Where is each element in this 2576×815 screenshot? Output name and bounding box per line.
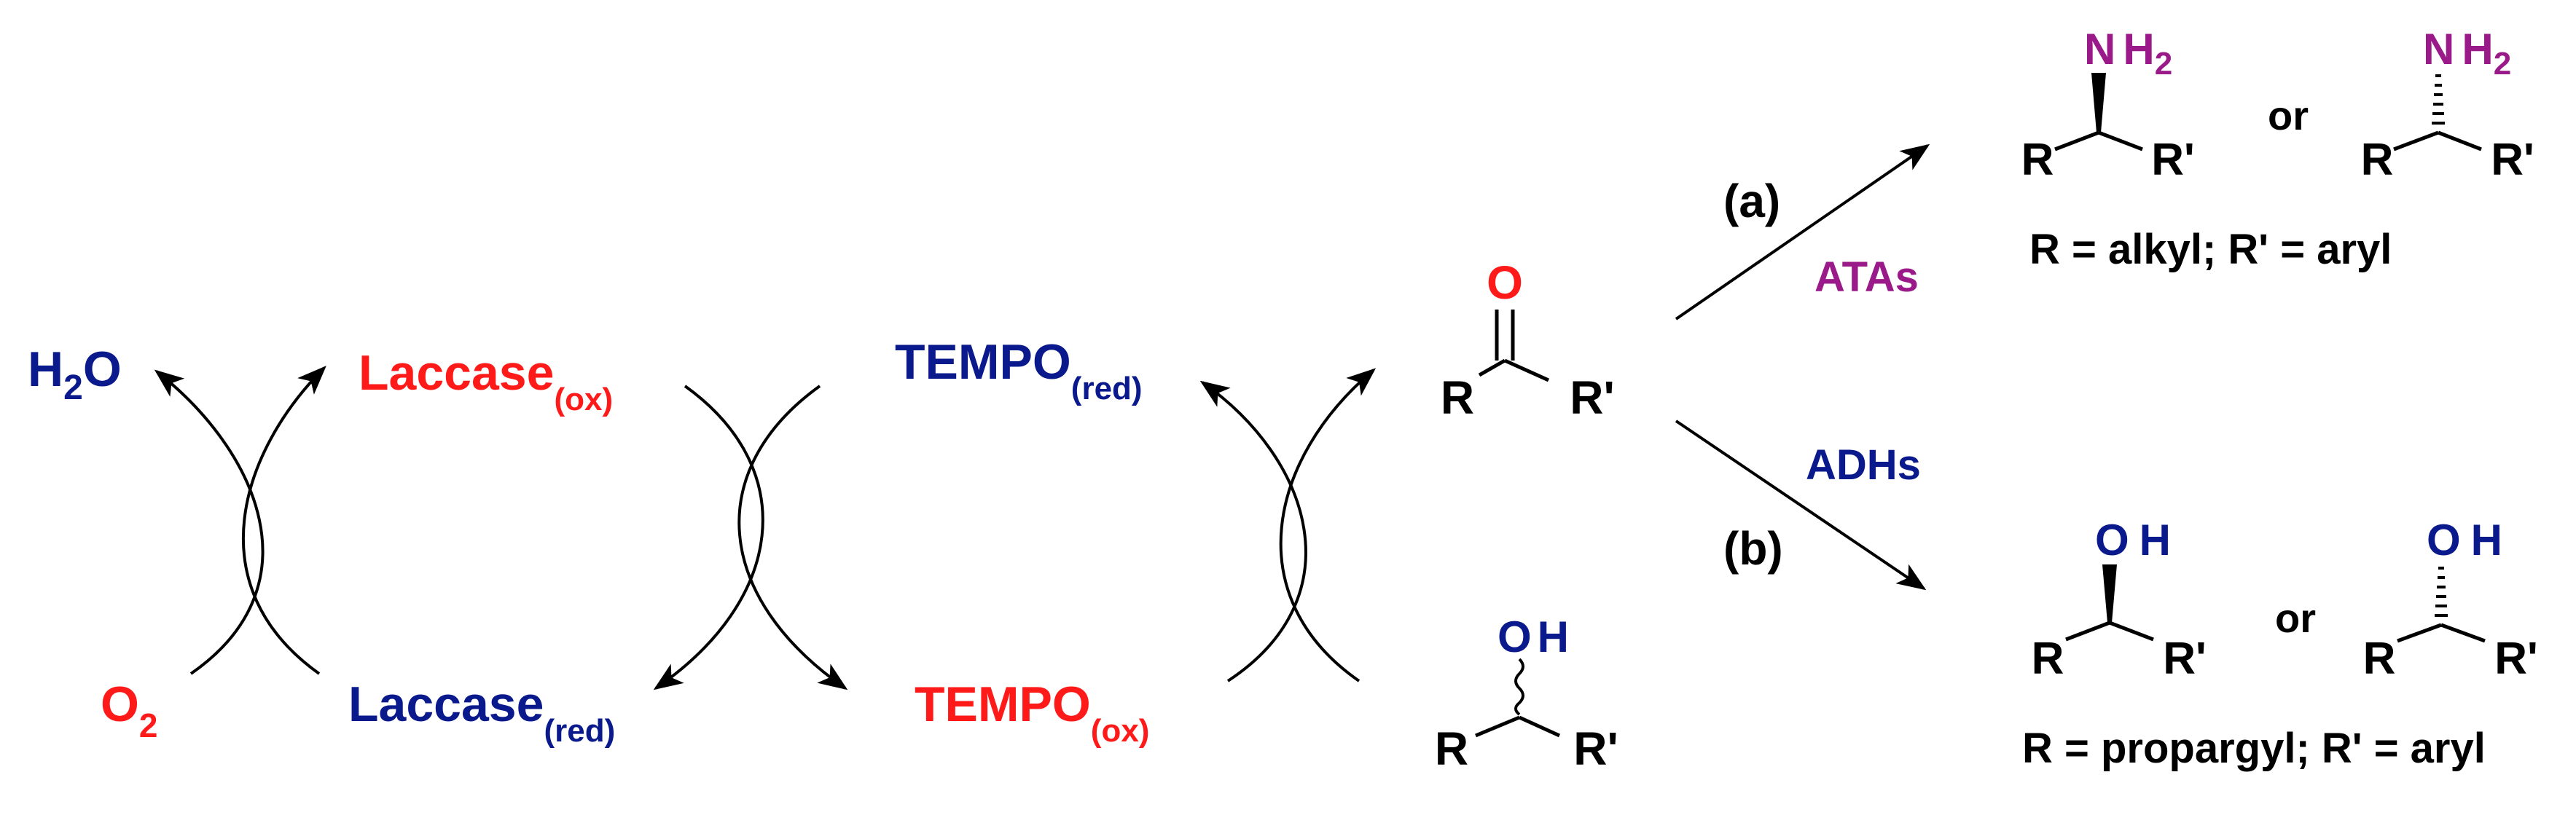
tempo-cycle: TEMPO(red) TEMPO(ox) [895, 334, 1377, 749]
alcohol-caption: R = propargyl; R' = aryl [2022, 725, 2486, 772]
adh-label: ADHs [1806, 441, 1921, 489]
alcohol1-wedge-bond [2102, 564, 2117, 623]
laccase-red-label: Laccase(red) [348, 677, 615, 749]
route-b: ADHs (b) [1675, 420, 1927, 591]
route-b-label: (b) [1723, 522, 1783, 575]
arrow-tempo-red-to-ox [737, 385, 848, 690]
alcohol2-r: R [2363, 634, 2396, 684]
alcohol2-bond-right [2440, 623, 2486, 643]
amine1-r: R [2021, 135, 2054, 185]
alcohol1-bond-right [2109, 621, 2154, 642]
ketone-r: R [1441, 371, 1474, 424]
amine2-rp: R' [2491, 135, 2534, 185]
arrow-alcohol-to-ketone [1279, 368, 1377, 682]
wavy-bond [1514, 658, 1524, 716]
arrow-tempo-ox-to-red [1199, 380, 1307, 682]
alcohol-rp: R' [1573, 723, 1618, 775]
ketone-structure: O R R' [1441, 256, 1615, 424]
alcohol1-r: R [2032, 634, 2064, 684]
amine2-bond-right [2438, 130, 2482, 151]
tempo-ox-label: TEMPO(ox) [915, 677, 1149, 749]
ketone-bond-left [1478, 358, 1506, 377]
ketone-rp: R' [1570, 371, 1614, 424]
amine1-rp: R' [2151, 135, 2195, 185]
amine2-hashed-bond [2432, 74, 2445, 125]
ata-label: ATAs [1814, 253, 1919, 301]
laccase-cycle: H2O Laccase(ox) O2 Laccase(red) [28, 342, 848, 749]
arrow-laccase-ox-to-red [653, 385, 764, 690]
amine1-bond-left [2054, 130, 2099, 151]
route-a-label: (a) [1723, 175, 1780, 227]
arrow-o2-to-water [154, 369, 265, 675]
ketone-oxygen: O [1487, 256, 1523, 309]
tempo-red-label: TEMPO(red) [895, 334, 1143, 406]
alcohol1-rp: R' [2163, 634, 2207, 684]
alcohol1-bond-left [2065, 621, 2110, 642]
amine1-bond-right [2098, 130, 2143, 151]
alcohol2-hashed-bond [2435, 567, 2448, 617]
alcohol-r: R [1435, 723, 1468, 775]
arrow-laccase-red-to-ox [242, 366, 326, 675]
amine2-r: R [2361, 135, 2394, 185]
amine-or: or [2268, 92, 2309, 138]
alcohol2-bond-left [2397, 623, 2442, 643]
arrow-route-a [1675, 143, 1930, 320]
route-a: (a) ATAs [1675, 143, 1930, 320]
ketone-bond-right [1503, 358, 1550, 382]
laccase-ox-label: Laccase(ox) [359, 345, 613, 417]
amine1-wedge-bond [2091, 73, 2106, 133]
amine2-bond-left [2393, 130, 2439, 151]
alcohol2-rp: R' [2494, 634, 2538, 684]
alcohol-bond-left [1475, 715, 1520, 738]
oxygen-label: O2 [101, 677, 158, 744]
alcohol-bond-right [1518, 715, 1561, 738]
amine-caption: R = alkyl; R' = aryl [2029, 226, 2392, 273]
alcohol-or: or [2275, 595, 2316, 641]
water-label: H2O [28, 342, 122, 407]
arrow-route-b [1675, 420, 1927, 591]
